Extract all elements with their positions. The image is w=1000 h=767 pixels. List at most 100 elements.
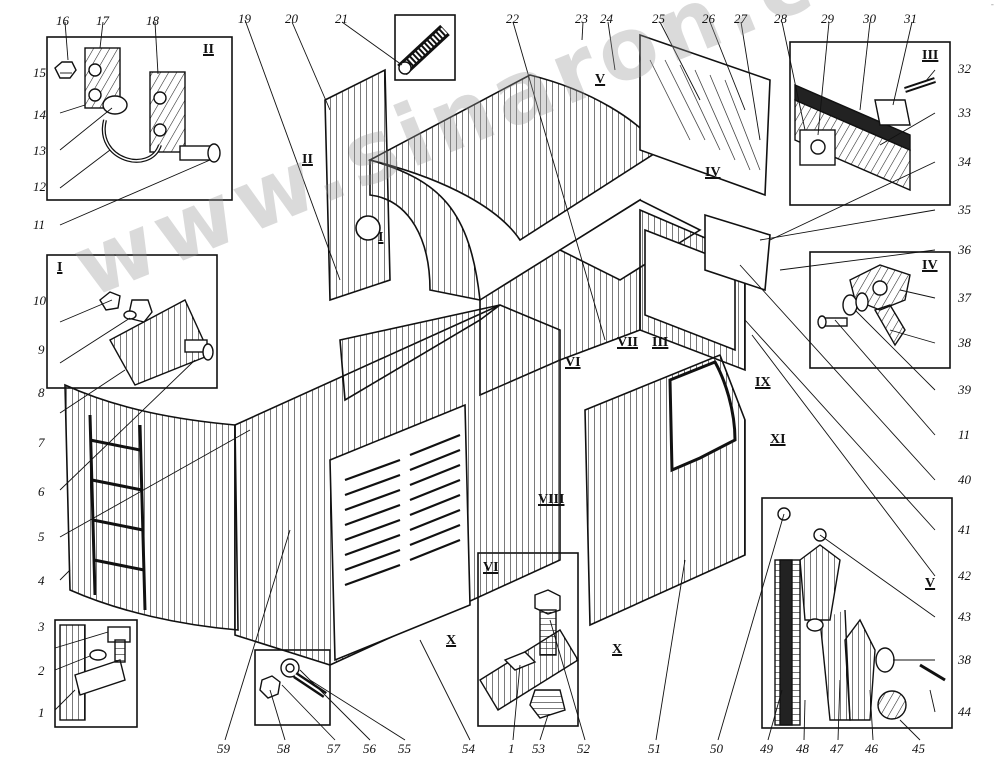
- glass-hatch: [649, 59, 761, 171]
- callout-1b: 1: [508, 741, 515, 756]
- inset-title-V: V: [925, 576, 936, 591]
- side-column-panel: [324, 68, 391, 302]
- callout-24: 24: [600, 11, 613, 26]
- callout-30: 30: [863, 11, 876, 26]
- inset-III-parts: [794, 77, 936, 192]
- callout-29: 29: [821, 11, 834, 26]
- callout-39: 39: [958, 382, 971, 397]
- callout-23: 23: [575, 11, 588, 26]
- callout-18: 18: [146, 13, 159, 28]
- callout-47: 47: [830, 741, 843, 756]
- callout-14: 14: [33, 107, 46, 122]
- inset-II-parts: [54, 47, 221, 163]
- callout-51: 51: [648, 741, 661, 756]
- inset-58-parts: [259, 658, 327, 699]
- callout-11: 11: [33, 217, 46, 232]
- leader-lines: [54, 19, 936, 741]
- inset-VI-parts: [479, 589, 579, 719]
- view-marker-IX: IX: [755, 375, 771, 390]
- inset-frame-V: [761, 497, 953, 729]
- callout-19: 19: [238, 11, 251, 26]
- inset-21-parts: [397, 24, 450, 76]
- callout-3: 3: [38, 619, 45, 634]
- inset-title-III: III: [922, 48, 939, 63]
- callout-5: 5: [38, 529, 45, 544]
- callout-27: 27: [734, 11, 747, 26]
- hood-roof: [367, 74, 662, 242]
- callout-50: 50: [710, 741, 723, 756]
- callout-33: 33: [958, 105, 971, 120]
- callout-21: 21: [335, 11, 348, 26]
- main-assembly: [64, 33, 771, 666]
- inset-frame-21: [394, 14, 456, 81]
- corner-mark: -: [990, 0, 994, 10]
- callout-34: 34: [958, 154, 971, 169]
- inset-I-parts: [99, 291, 214, 386]
- inset-frame-3: [54, 619, 138, 728]
- callout-40: 40: [958, 472, 971, 487]
- view-marker-IV: IV: [705, 165, 721, 180]
- view-marker-V: V: [595, 72, 606, 87]
- inset-title-IV: IV: [922, 258, 938, 273]
- callout-12: 12: [33, 179, 46, 194]
- callout-35: 35: [958, 202, 971, 217]
- view-marker-XI: XI: [770, 432, 786, 447]
- callout-8: 8: [38, 385, 45, 400]
- view-marker-X-left: X: [446, 633, 457, 648]
- callout-1: 1: [38, 705, 45, 720]
- inset-title-VI: VI: [483, 560, 499, 575]
- callout-10: 10: [33, 293, 46, 308]
- callout-43: 43: [958, 609, 971, 624]
- view-marker-I: I: [378, 230, 384, 245]
- inset-frame-IV: [809, 251, 951, 369]
- callout-2: 2: [38, 663, 45, 678]
- ladder: [88, 414, 147, 611]
- inset-frame-II: [46, 36, 233, 201]
- callout-58: 58: [277, 741, 290, 756]
- callout-54: 54: [462, 741, 475, 756]
- view-marker-VIII: VIII: [538, 492, 565, 507]
- callout-25: 25: [652, 11, 665, 26]
- view-marker-III: III: [652, 335, 669, 350]
- louver-slats: [344, 433, 461, 587]
- callout-20: 20: [285, 11, 298, 26]
- callout-53: 53: [532, 741, 545, 756]
- callout-38b: 38: [958, 652, 971, 667]
- callout-6: 6: [38, 484, 45, 499]
- callout-42: 42: [958, 568, 971, 583]
- callout-41: 41: [958, 522, 971, 537]
- inset-3-parts: [59, 624, 131, 721]
- view-marker-II: II: [302, 152, 313, 167]
- callout-17: 17: [96, 13, 109, 28]
- callout-11b: 11: [958, 427, 971, 442]
- callout-26: 26: [702, 11, 715, 26]
- callout-49: 49: [760, 741, 773, 756]
- callout-56: 56: [363, 741, 376, 756]
- view-marker-X-right: X: [612, 642, 623, 657]
- callout-55: 55: [398, 741, 411, 756]
- view-marker-VII: VII: [617, 335, 639, 350]
- callout-4: 4: [38, 573, 45, 588]
- callout-15: 15: [33, 65, 46, 80]
- callout-46: 46: [865, 741, 878, 756]
- callout-37: 37: [958, 290, 971, 305]
- callout-16: 16: [56, 13, 69, 28]
- inset-IV-parts: [817, 264, 911, 347]
- callout-59: 59: [217, 741, 230, 756]
- callout-28: 28: [774, 11, 787, 26]
- callout-52: 52: [577, 741, 590, 756]
- inset-frame-I: [46, 254, 218, 389]
- callout-13: 13: [33, 143, 46, 158]
- callout-57: 57: [327, 741, 340, 756]
- callout-32: 32: [958, 61, 971, 76]
- callout-45: 45: [912, 741, 925, 756]
- callout-9: 9: [38, 342, 45, 357]
- inset-title-I: I: [57, 260, 63, 275]
- inset-V-parts: [774, 507, 946, 726]
- door-window: [668, 360, 737, 473]
- callout-38: 38: [958, 335, 971, 350]
- callout-48: 48: [796, 741, 809, 756]
- front-curved-panel: [64, 383, 239, 631]
